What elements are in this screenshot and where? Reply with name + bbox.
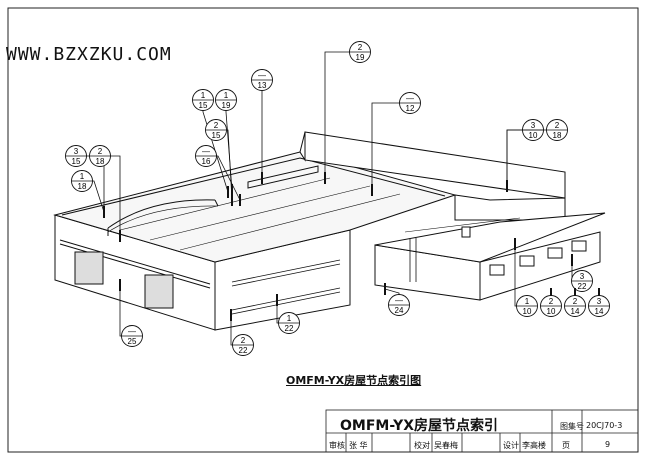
detail-callout-c1-22: 122 xyxy=(276,294,300,334)
callout-bottom-number: 13 xyxy=(258,81,267,90)
detail-callout-c2-15: 215 xyxy=(205,119,233,206)
atlas-code: 20CJ70-3 xyxy=(586,421,623,430)
callout-bottom-number: 19 xyxy=(222,101,231,110)
detail-callout-c2-10: 210 xyxy=(540,288,562,317)
callout-leader-line xyxy=(371,102,410,190)
reviewer-name: 张 华 xyxy=(349,441,368,450)
detail-callout-c1-10: 110 xyxy=(514,238,538,317)
sheet-frame xyxy=(7,7,639,453)
detail-callout-c-13: —13 xyxy=(251,69,273,184)
detail-callout-c2-14: 214 xyxy=(564,288,586,317)
callout-top-number: — xyxy=(395,296,403,305)
atlas-label: 图集号 xyxy=(560,422,584,431)
callout-top-number: 2 xyxy=(214,121,219,130)
detail-callout-c2-22: 222 xyxy=(230,309,254,356)
watermark-text: WWW.BZXZKU.COM xyxy=(6,44,172,65)
callout-top-number: 1 xyxy=(287,314,292,323)
rear-tall-block xyxy=(299,131,566,221)
detail-callout-c2-18b: 218 xyxy=(506,119,568,192)
callout-top-number: — xyxy=(128,327,136,336)
callout-top-number: 1 xyxy=(224,91,229,100)
checker-label: 校对 xyxy=(414,441,430,450)
callout-top-number: 2 xyxy=(241,336,246,345)
callout-bottom-number: 22 xyxy=(285,324,294,333)
callout-bottom-number: 22 xyxy=(578,282,587,291)
title-block-frame xyxy=(325,409,639,453)
callout-top-number: — xyxy=(202,147,210,156)
callout-bottom-number: 12 xyxy=(406,104,415,113)
figure-caption: OMFM-YX房屋节点索引图 xyxy=(286,374,422,387)
designer-label: 设计 xyxy=(503,441,519,450)
callout-top-number: — xyxy=(406,94,414,103)
callout-bottom-number: 24 xyxy=(395,306,404,315)
callout-bottom-number: 15 xyxy=(72,157,81,166)
reviewer-label: 审核 xyxy=(329,441,345,450)
title-block-title: OMFM-YX房屋节点索引 xyxy=(340,418,499,434)
callout-top-number: — xyxy=(258,71,266,80)
callout-bottom-number: 10 xyxy=(529,131,538,140)
callout-top-number: 3 xyxy=(580,272,585,281)
callout-bottom-number: 15 xyxy=(199,101,208,110)
callout-top-number: 2 xyxy=(98,147,103,156)
callouts-layer: 219115119—13—12215—163152181183102183221… xyxy=(65,41,610,356)
callout-top-number: 2 xyxy=(358,43,363,52)
callout-bottom-number: 18 xyxy=(78,182,87,191)
callout-bottom-number: 19 xyxy=(356,53,365,62)
callout-top-number: 2 xyxy=(549,297,554,306)
detail-callout-c-24: —24 xyxy=(384,283,410,316)
callout-top-number: 2 xyxy=(555,121,560,130)
callout-bottom-number: 15 xyxy=(212,131,221,140)
detail-callout-c2-19: 219 xyxy=(324,41,371,184)
callout-bottom-number: 10 xyxy=(523,307,532,316)
detail-callout-c-25: —25 xyxy=(119,279,143,347)
detail-callout-c3-22: 322 xyxy=(571,254,593,292)
callout-bottom-number: 14 xyxy=(571,307,580,316)
detail-callout-c-12: —12 xyxy=(371,92,421,196)
callout-leader-line xyxy=(506,129,557,186)
callout-top-number: 3 xyxy=(597,297,602,306)
detail-callout-c1-18: 118 xyxy=(71,170,105,218)
callout-bottom-number: 22 xyxy=(239,346,248,355)
checker-name: 吴春梅 xyxy=(434,441,458,450)
callout-top-number: 1 xyxy=(80,172,85,181)
detail-callout-c-16: —16 xyxy=(195,145,241,206)
callout-top-number: 2 xyxy=(573,297,578,306)
page-label: 页 xyxy=(562,441,570,450)
callout-bottom-number: 16 xyxy=(202,157,211,166)
callout-bottom-number: 10 xyxy=(547,307,556,316)
callout-bottom-number: 18 xyxy=(553,131,562,140)
main-building xyxy=(53,151,457,331)
annex-building xyxy=(374,212,606,301)
callout-top-number: 1 xyxy=(201,91,206,100)
callout-top-number: 3 xyxy=(74,147,79,156)
callout-top-number: 3 xyxy=(531,121,536,130)
callout-leader-line xyxy=(324,51,360,178)
callout-bottom-number: 25 xyxy=(128,337,137,346)
callout-top-number: 1 xyxy=(525,297,530,306)
detail-callout-c2-18a: 218 xyxy=(89,145,121,242)
detail-callout-c1-15: 115 xyxy=(192,89,229,198)
callout-bottom-number: 14 xyxy=(595,307,604,316)
designer-name: 李高楼 xyxy=(522,441,546,450)
page-number: 9 xyxy=(605,440,611,449)
detail-callout-c3-14: 314 xyxy=(588,288,610,317)
callout-bottom-number: 18 xyxy=(96,157,105,166)
